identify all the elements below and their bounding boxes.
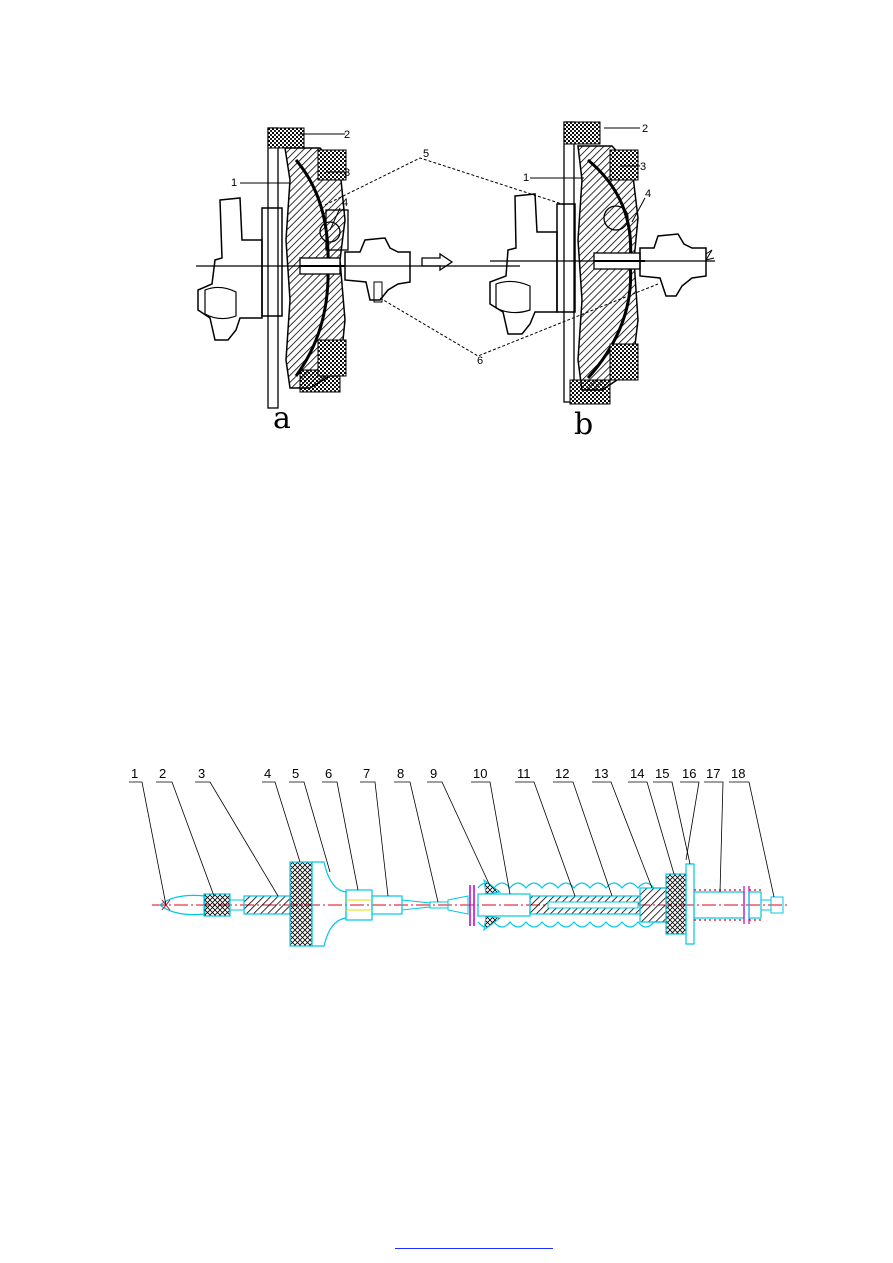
cable-assembly-figure	[152, 861, 790, 947]
cable-callout-15: 15	[655, 766, 669, 781]
callout-b-2: 2	[642, 123, 648, 135]
cable-callout-9: 9	[430, 766, 437, 781]
caption-b: b	[574, 407, 593, 442]
cable-callout-14: 14	[630, 766, 644, 781]
cable-callout-12: 12	[555, 766, 569, 781]
cable-callout-10: 10	[473, 766, 487, 781]
cable-callout-1: 1	[131, 766, 138, 781]
crankshaft-part	[197, 197, 263, 341]
callout-a-4: 4	[342, 197, 348, 209]
callout-a-1: 1	[231, 177, 237, 189]
cable-callout-13: 13	[594, 766, 608, 781]
crankshaft-part-b	[489, 193, 558, 335]
cable-callout-2: 2	[159, 766, 166, 781]
callout-b-3: 3	[640, 161, 646, 173]
release-bearing	[344, 237, 411, 301]
cable-callout-4: 4	[264, 766, 271, 781]
direction-arrow-icon	[421, 252, 454, 272]
cable-callout-11: 11	[517, 766, 531, 781]
shared-leaders	[324, 157, 659, 357]
callout-b-1: 1	[523, 172, 529, 184]
callout-6: 6	[477, 355, 483, 367]
cable-callout-5: 5	[292, 766, 299, 781]
cable-callout-18: 18	[731, 766, 745, 781]
callout-b-4: 4	[645, 188, 651, 200]
callout-5: 5	[423, 148, 429, 160]
clutch-figure-a	[196, 127, 520, 409]
cable-callout-leaders	[129, 781, 775, 906]
release-bearing-b	[639, 233, 707, 297]
clutch-figure-b	[489, 121, 715, 405]
cable-callout-7: 7	[363, 766, 370, 781]
caption-a: a	[273, 401, 291, 436]
cable-callout-3: 3	[198, 766, 205, 781]
callout-a-2: 2	[344, 129, 350, 141]
footer-link-underline[interactable]	[395, 1238, 553, 1249]
cable-callout-8: 8	[397, 766, 404, 781]
cable-callout-17: 17	[706, 766, 720, 781]
cable-callout-6: 6	[325, 766, 332, 781]
callout-a-3: 3	[344, 167, 350, 179]
cable-callout-16: 16	[682, 766, 696, 781]
